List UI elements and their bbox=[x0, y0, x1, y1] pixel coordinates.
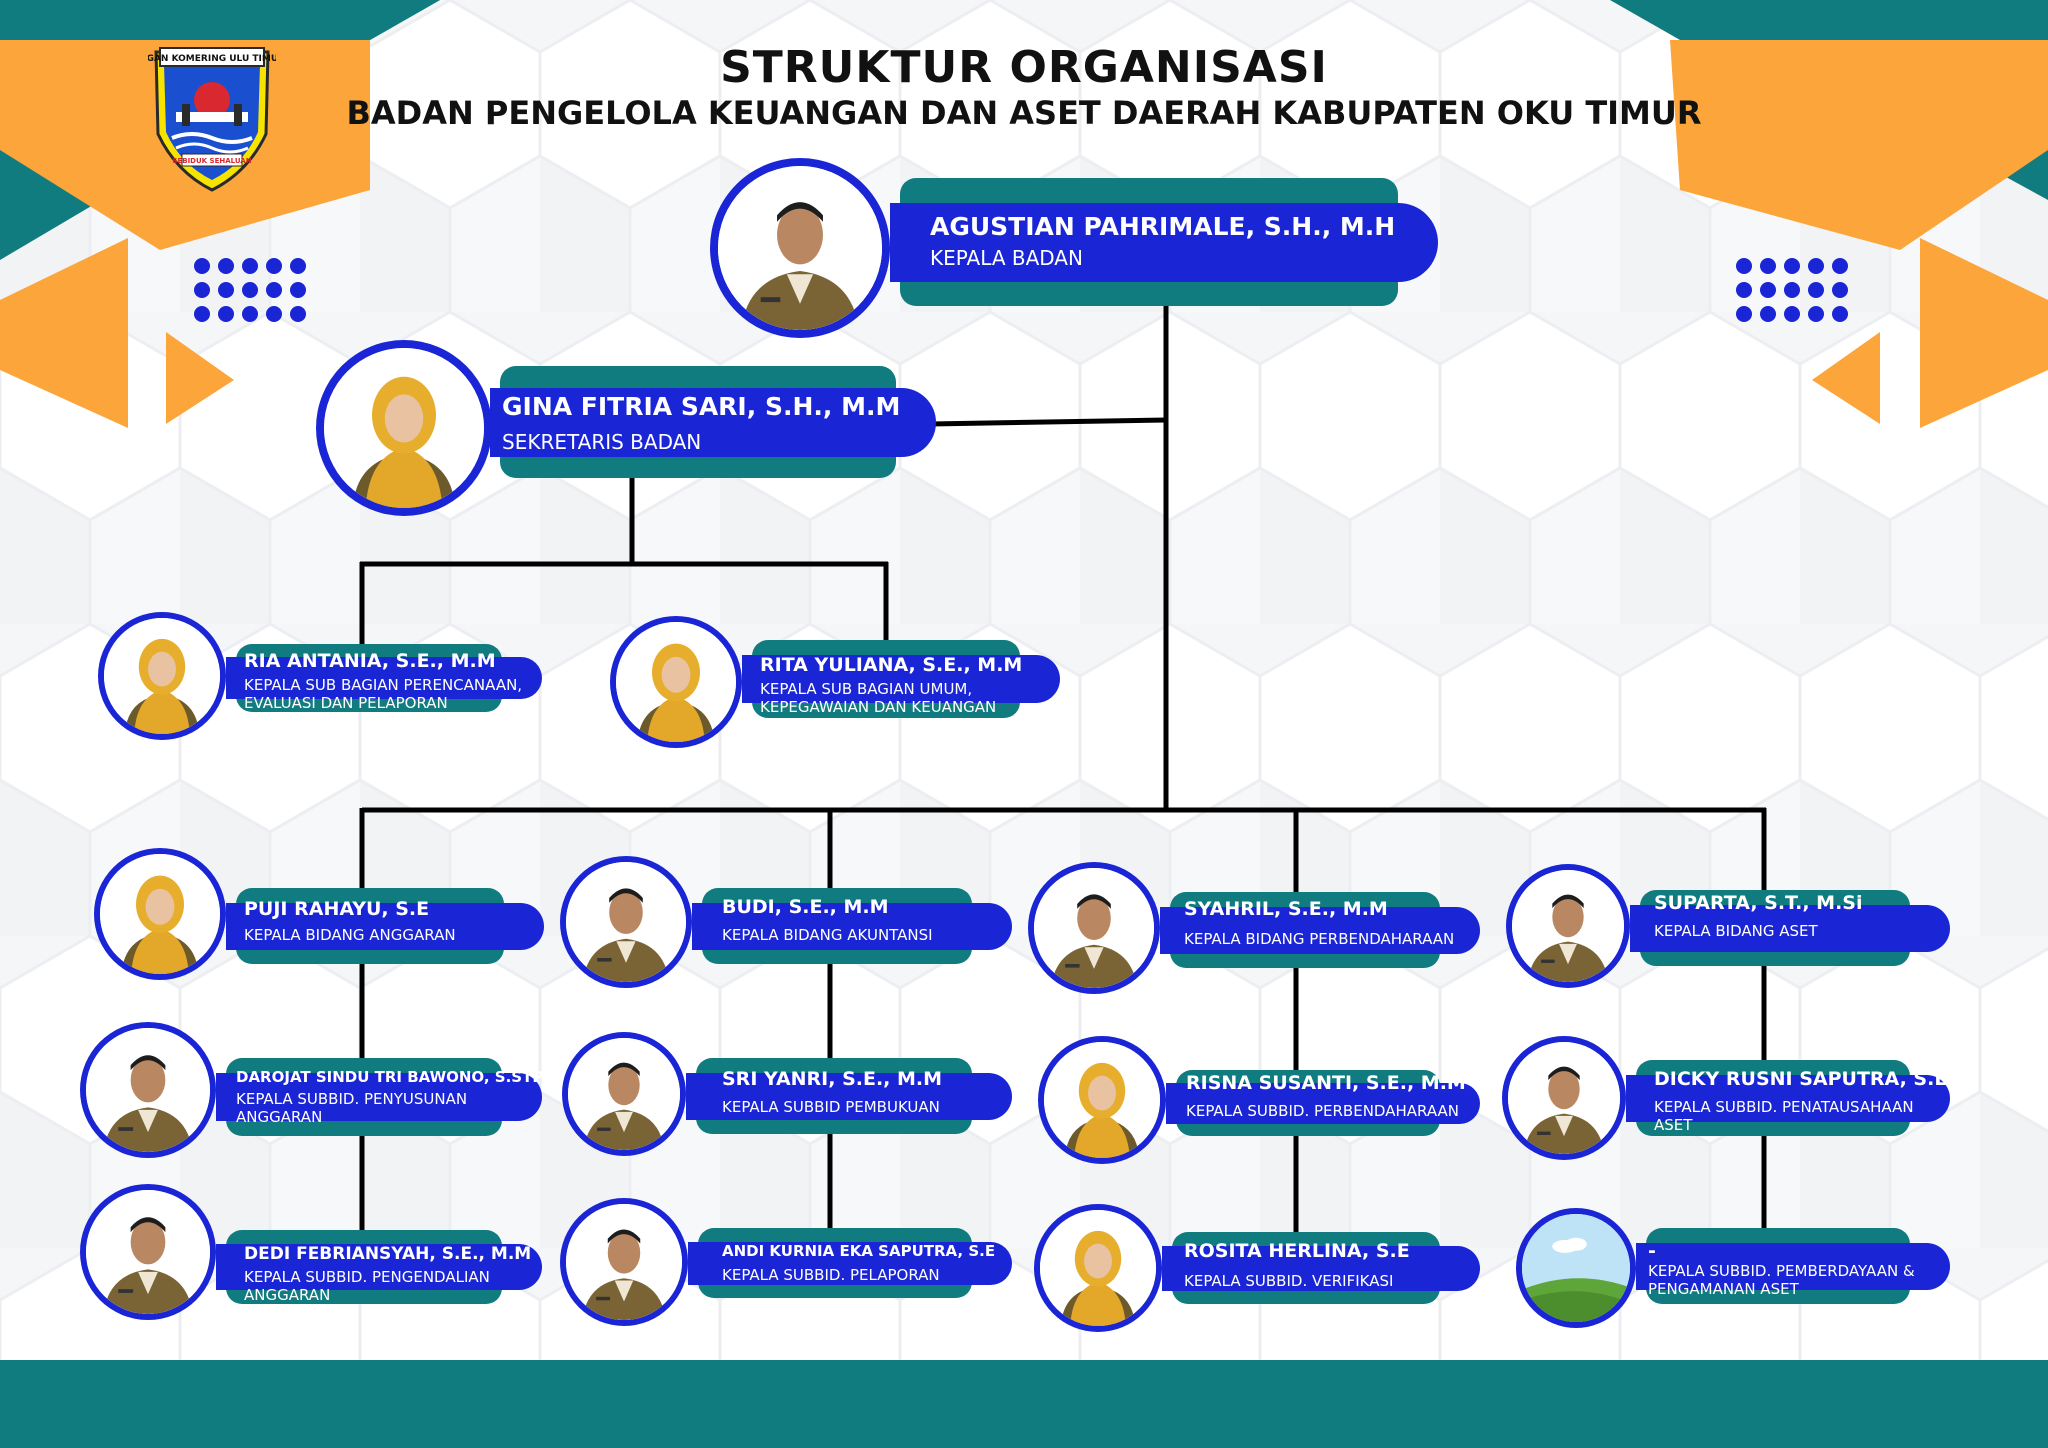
node-name-bar bbox=[216, 1073, 542, 1121]
node-position-title: KEPALA SUBBID. VERIFIKASI bbox=[1184, 1272, 1394, 1290]
node-photo-avatar bbox=[80, 1022, 216, 1158]
node-photo-avatar bbox=[560, 1198, 688, 1326]
node-photo-avatar bbox=[1506, 864, 1630, 988]
node-name-bar bbox=[1626, 1075, 1950, 1122]
logo-bottom-text: SEBIDUK SEHALUAN bbox=[172, 157, 251, 165]
node-name-bar bbox=[1160, 907, 1480, 954]
node-photo-avatar bbox=[94, 848, 226, 980]
node-position-title: KEPALA BIDANG ASET bbox=[1654, 922, 1818, 940]
node-photo-avatar bbox=[1502, 1036, 1626, 1160]
node-photo-avatar bbox=[98, 612, 226, 740]
node-name-bar bbox=[216, 1244, 542, 1290]
node-photo-avatar bbox=[316, 340, 492, 516]
node-person-name: RITA YULIANA, S.E., M.M bbox=[760, 654, 1023, 676]
node-position-title: KEPALA BADAN bbox=[930, 246, 1083, 270]
node-name-bar bbox=[890, 203, 1438, 282]
page-subtitle: BADAN PENGELOLA KEUANGAN DAN ASET DAERAH… bbox=[346, 94, 1702, 132]
node-person-name: ROSITA HERLINA, S.E bbox=[1184, 1240, 1410, 1262]
node-photo-avatar bbox=[562, 1032, 686, 1156]
footer-band bbox=[0, 1360, 2048, 1448]
node-person-name: AGUSTIAN PAHRIMALE, S.H., M.H bbox=[930, 212, 1396, 241]
node-person-name: DICKY RUSNI SAPUTRA, S.E bbox=[1654, 1068, 1948, 1090]
node-position-title: KEPALA SUBBID. PENYUSUNAN ANGGARAN bbox=[236, 1090, 468, 1126]
kabupaten-logo-emblem: OGAN KOMERING ULU TIMUR SEBIDUK SEHALUAN bbox=[148, 47, 276, 192]
node-position-title: KEPALA SUBBID. PERBENDAHARAAN bbox=[1186, 1102, 1459, 1120]
node-photo-avatar bbox=[710, 158, 890, 338]
node-person-name: SUPARTA, S.T., M.Si bbox=[1654, 892, 1863, 914]
node-name-bar bbox=[686, 1073, 1012, 1120]
node-photo-avatar bbox=[560, 856, 692, 988]
node-person-name: DEDI FEBRIANSYAH, S.E., M.M bbox=[244, 1244, 532, 1264]
node-person-name: DAROJAT SINDU TRI BAWONO, S.STP bbox=[236, 1068, 544, 1086]
node-position-title: KEPALA SUBBID. PENGENDALIAN ANGGARAN bbox=[244, 1268, 490, 1304]
node-name-bar bbox=[1162, 1246, 1480, 1291]
node-position-title: KEPALA SUBBID. PEMBERDAYAAN & PENGAMANAN… bbox=[1648, 1262, 1915, 1298]
node-photo-avatar bbox=[610, 616, 742, 748]
node-name-bar bbox=[490, 388, 936, 457]
node-position-title: SEKRETARIS BADAN bbox=[502, 430, 702, 454]
node-person-name: SRI YANRI, S.E., M.M bbox=[722, 1068, 943, 1090]
node-position-title: KEPALA BIDANG AKUNTANSI bbox=[722, 926, 933, 944]
node-position-title: KEPALA SUB BAGIAN PERENCANAAN, EVALUASI … bbox=[244, 676, 523, 712]
node-position-title: KEPALA SUBBID. PELAPORAN bbox=[722, 1266, 940, 1284]
node-photo-avatar bbox=[80, 1184, 216, 1320]
node-name-bar bbox=[226, 903, 544, 950]
node-person-name: RISNA SUSANTI, S.E., M.M bbox=[1186, 1072, 1466, 1094]
node-photo-avatar bbox=[1038, 1036, 1166, 1164]
node-name-bar bbox=[692, 903, 1012, 950]
node-photo-avatar bbox=[1516, 1208, 1636, 1328]
node-person-name: PUJI RAHAYU, S.E bbox=[244, 898, 430, 920]
node-position-title: KEPALA SUBBID. PENATAUSAHAAN ASET bbox=[1654, 1098, 1914, 1134]
node-name-bar bbox=[1166, 1083, 1480, 1124]
node-person-name: ANDI KURNIA EKA SAPUTRA, S.E bbox=[722, 1242, 996, 1260]
node-position-title: KEPALA BIDANG PERBENDAHARAAN bbox=[1184, 930, 1455, 948]
logo-top-text: OGAN KOMERING ULU TIMUR bbox=[148, 54, 276, 64]
page-title: STRUKTUR ORGANISASI bbox=[720, 42, 1328, 93]
node-person-name: - bbox=[1648, 1240, 1656, 1262]
node-photo-avatar bbox=[1028, 862, 1160, 994]
node-person-name: GINA FITRIA SARI, S.H., M.M bbox=[502, 392, 901, 421]
node-position-title: KEPALA SUBBID PEMBUKUAN bbox=[722, 1098, 940, 1116]
decorative-dot-grid-right bbox=[1736, 258, 1848, 322]
node-person-name: BUDI, S.E., M.M bbox=[722, 896, 889, 918]
node-person-name: SYAHRIL, S.E., M.M bbox=[1184, 898, 1388, 920]
node-name-bar bbox=[1630, 905, 1950, 952]
decorative-dot-grid-left bbox=[194, 258, 306, 322]
node-position-title: KEPALA BIDANG ANGGARAN bbox=[244, 926, 456, 944]
node-name-bar bbox=[226, 657, 542, 699]
node-position-title: KEPALA SUB BAGIAN UMUM, KEPEGAWAIAN DAN … bbox=[760, 680, 997, 716]
node-name-bar bbox=[742, 655, 1060, 703]
node-name-bar bbox=[688, 1242, 1012, 1285]
node-person-name: RIA ANTANIA, S.E., M.M bbox=[244, 650, 496, 672]
node-photo-avatar bbox=[1034, 1204, 1162, 1332]
node-name-bar bbox=[1636, 1243, 1950, 1290]
